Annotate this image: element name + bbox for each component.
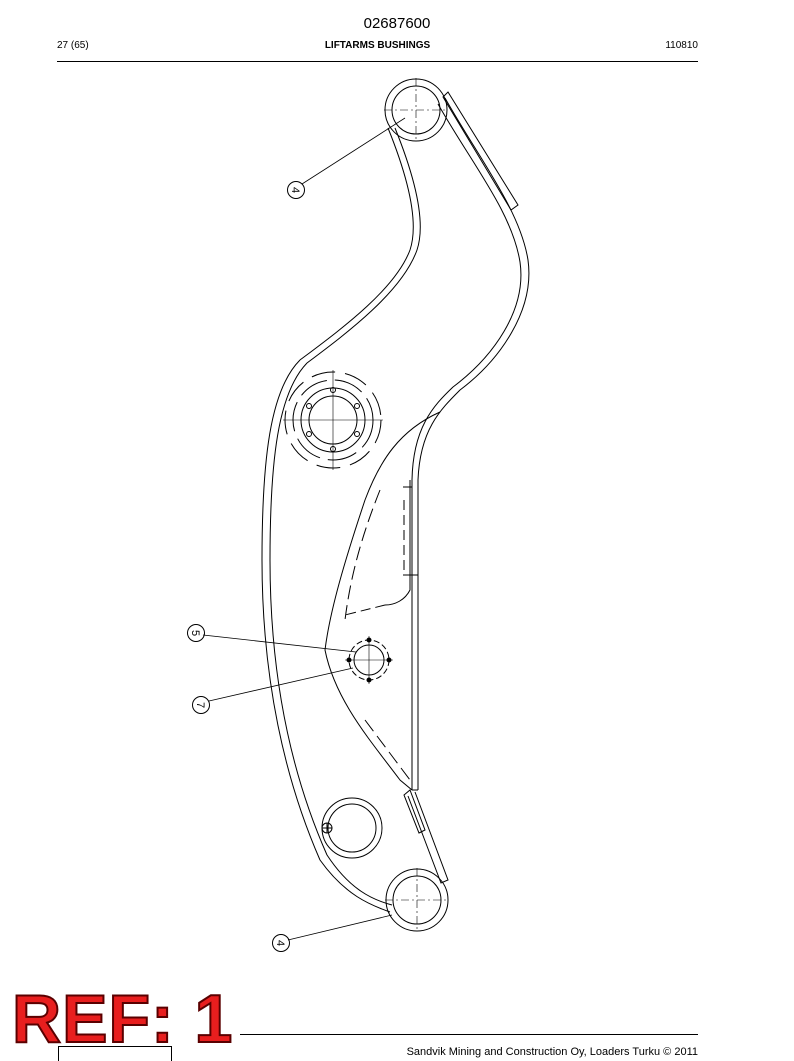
header-divider (57, 61, 698, 62)
callout-label: 7 (194, 702, 206, 708)
arm-outline (261, 127, 414, 913)
date-code: 110810 (665, 40, 698, 51)
middle-boss (283, 370, 383, 470)
inner-cutout (324, 411, 441, 791)
middle-pin (345, 636, 393, 684)
arm-outline-inner (269, 127, 421, 906)
inner-rib (384, 480, 411, 606)
lower-plate-2 (407, 791, 449, 884)
callout-4: 4 (272, 934, 290, 952)
inner-cutout-dashed (344, 489, 381, 621)
callout-2: 5 (187, 624, 205, 642)
lower-rib (364, 719, 411, 781)
page-header: 27 (65) LIFTARMS BUSHINGS 110810 (57, 40, 698, 56)
company-logo (58, 1046, 172, 1061)
bottom-pin (385, 868, 449, 932)
arm-outline-right (417, 97, 530, 790)
callout-label: 4 (274, 940, 286, 946)
arm-outline-right-inner (411, 103, 522, 790)
section-title: LIFTARMS BUSHINGS (324, 40, 431, 51)
footer-divider (240, 1034, 698, 1035)
lower-boss (321, 797, 383, 859)
callout-label: 4 (289, 187, 301, 193)
ref-stamp: REF: 1 (11, 981, 234, 1057)
inner-rib-dashed (344, 500, 405, 616)
callout-3: 7 (192, 696, 210, 714)
doc-number: 02687600 (363, 15, 431, 32)
side-plate (442, 91, 519, 211)
lower-plate (403, 789, 426, 834)
footer-copyright: Sandvik Mining and Construction Oy, Load… (406, 1046, 698, 1058)
callout-1: 4 (287, 181, 305, 199)
callout-label: 5 (189, 630, 201, 636)
page-indicator: 27 (65) (57, 40, 89, 51)
top-pin (384, 78, 448, 142)
